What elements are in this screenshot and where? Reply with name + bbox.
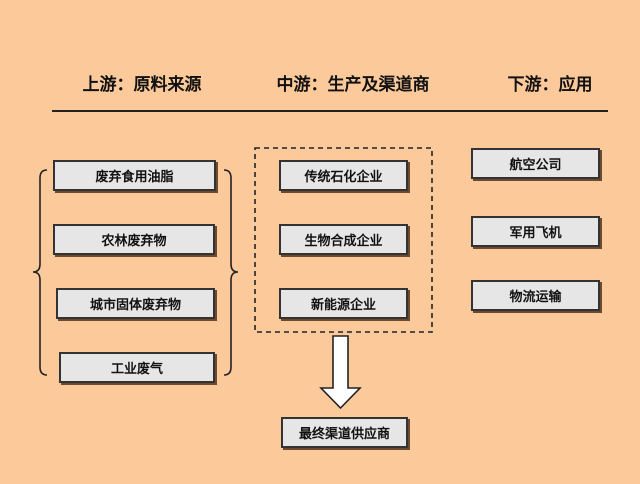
right-brace — [223, 169, 239, 376]
header-upstream: 上游：原料来源 — [82, 75, 202, 95]
upstream-box: 工业废气 — [59, 352, 215, 383]
upstream-box: 城市固体废弃物 — [56, 288, 215, 319]
header-downstream: 下游：应用 — [507, 75, 593, 95]
midstream-box: 新能源企业 — [279, 288, 408, 319]
final-supplier-box: 最终渠道供应商 — [281, 417, 408, 448]
header-midstream: 中游：生产及渠道商 — [276, 75, 430, 95]
downstream-box: 军用飞机 — [471, 216, 600, 247]
midstream-box: 生物合成企业 — [279, 224, 408, 255]
midstream-box: 传统石化企业 — [279, 160, 408, 191]
downstream-box: 物流运输 — [471, 280, 600, 311]
upstream-box: 废弃食用油脂 — [53, 160, 216, 191]
downstream-box: 航空公司 — [471, 148, 600, 179]
upstream-box: 农林废弃物 — [53, 224, 215, 255]
left-brace — [32, 169, 48, 376]
midstream-group — [254, 147, 433, 333]
down-arrow-icon — [319, 335, 362, 410]
